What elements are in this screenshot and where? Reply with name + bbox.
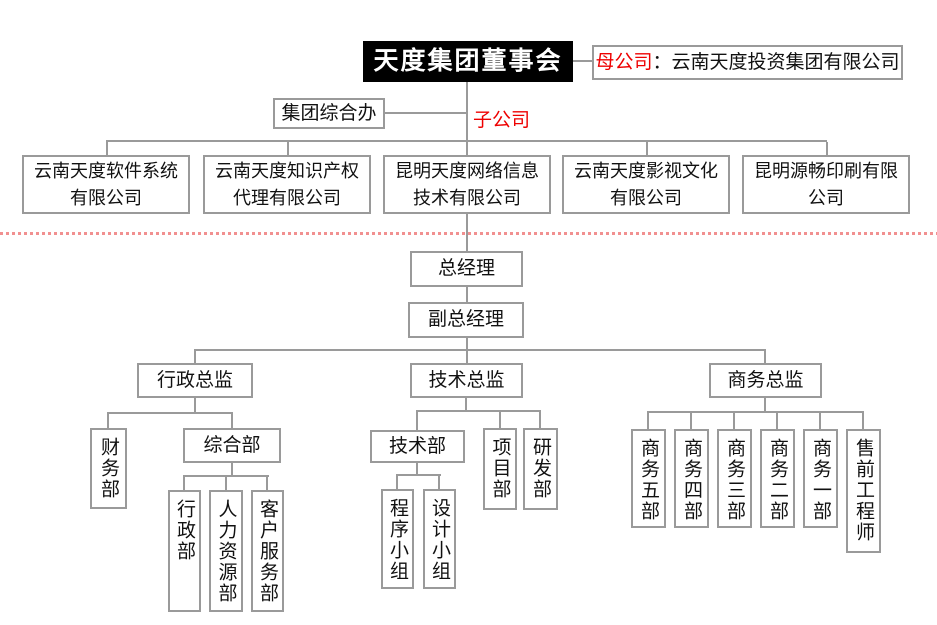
customer-service-dept-label: 客户服务部: [257, 499, 278, 604]
biz-dept5-box: 商务五部: [631, 429, 666, 528]
design-team-box: 设计小组: [423, 489, 456, 589]
connector-line: [231, 414, 233, 428]
connector-line: [690, 413, 692, 429]
biz-dept1-label: 商务一部: [810, 438, 831, 522]
connector-line: [107, 412, 233, 414]
connector-line: [499, 412, 501, 428]
program-team-box: 程序小组: [381, 489, 414, 589]
company-box-ip-agency: 云南天度知识产权 代理有限公司: [203, 155, 371, 214]
finance-dept-label: 财务部: [98, 437, 119, 500]
biz-dept4-label: 商务四部: [681, 438, 702, 522]
finance-dept-box: 财务部: [90, 428, 127, 509]
parent-company-label: 母公司: [595, 51, 653, 73]
company-box-film-culture: 云南天度影视文化 有限公司: [562, 155, 730, 214]
connector-line: [231, 463, 233, 477]
connector-line: [466, 338, 468, 351]
connector-line: [194, 398, 196, 414]
hr-dept-box: 人力资源部: [209, 490, 243, 612]
connector-line: [646, 142, 648, 155]
design-team-label: 设计小组: [429, 498, 450, 582]
connector-line: [183, 475, 269, 477]
admin-dept-box: 行政部: [168, 490, 201, 612]
hr-dept-label: 人力资源部: [215, 499, 237, 604]
connector-line: [466, 287, 468, 302]
director-business-box: 商务总监: [709, 363, 822, 398]
connector-line: [573, 60, 592, 62]
connector-line: [416, 410, 541, 412]
connector-line: [466, 351, 468, 363]
general-dept-box: 综合部: [183, 428, 281, 463]
biz-dept1-box: 商务一部: [803, 429, 838, 528]
connector-line: [819, 413, 821, 429]
biz-dept2-label: 商务二部: [767, 438, 788, 522]
connector-line: [776, 413, 778, 429]
connector-line: [396, 474, 441, 476]
deputy-general-manager-box: 副总经理: [408, 302, 524, 338]
biz-dept2-box: 商务二部: [760, 429, 795, 528]
group-office-box: 集团综合办: [273, 98, 385, 129]
connector-line: [733, 413, 735, 429]
tech-dept-box: 技术部: [370, 430, 465, 463]
biz-dept3-label: 商务三部: [724, 438, 745, 522]
connector-line: [396, 476, 398, 489]
connector-line: [416, 463, 418, 476]
biz-dept3-box: 商务三部: [717, 429, 752, 528]
connector-line: [183, 477, 185, 490]
connector-line: [647, 413, 649, 429]
project-dept-label: 项目部: [489, 437, 511, 500]
presales-engineer-box: 售前工程师: [846, 429, 881, 553]
admin-dept-label: 行政部: [174, 499, 195, 562]
connector-line: [225, 477, 227, 490]
biz-dept4-box: 商务四部: [674, 429, 709, 528]
connector-line: [194, 351, 196, 363]
presales-engineer-label: 售前工程师: [853, 438, 874, 543]
board-box: 天度集团董事会: [363, 41, 573, 82]
connector-line: [466, 82, 468, 142]
general-manager-box: 总经理: [410, 251, 523, 287]
company-box-printing: 昆明源畅印刷有限 公司: [742, 155, 910, 214]
rnd-dept-box: 研发部: [523, 428, 558, 510]
connector-line: [287, 142, 289, 155]
connector-line: [106, 140, 827, 142]
parent-company-box: 母公司：云南天度投资集团有限公司: [592, 45, 903, 80]
connector-line: [465, 398, 467, 412]
subsidiary-label: 子公司: [473, 110, 531, 131]
connector-line: [266, 477, 268, 490]
parent-company-name: ：云南天度投资集团有限公司: [652, 51, 900, 73]
connector-line: [416, 412, 418, 430]
connector-line: [194, 349, 766, 351]
connector-line: [107, 414, 109, 428]
connector-line: [466, 142, 468, 155]
connector-line: [647, 411, 864, 413]
director-admin-box: 行政总监: [137, 363, 253, 398]
connector-line: [106, 142, 108, 155]
connector-line: [438, 476, 440, 489]
company-box-network-info: 昆明天度网络信息 技术有限公司: [383, 155, 551, 214]
director-tech-box: 技术总监: [410, 363, 523, 398]
connector-line: [862, 413, 864, 429]
connector-line: [385, 112, 467, 114]
project-dept-box: 项目部: [483, 428, 517, 510]
connector-line: [539, 412, 541, 428]
connector-line: [764, 398, 766, 413]
biz-dept5-label: 商务五部: [638, 438, 659, 522]
dotted-separator: [0, 232, 937, 235]
program-team-label: 程序小组: [387, 498, 408, 582]
rnd-dept-label: 研发部: [530, 437, 551, 500]
company-box-software: 云南天度软件系统 有限公司: [22, 155, 190, 214]
customer-service-dept-box: 客户服务部: [251, 490, 284, 612]
connector-line: [826, 142, 828, 155]
connector-line: [764, 351, 766, 363]
